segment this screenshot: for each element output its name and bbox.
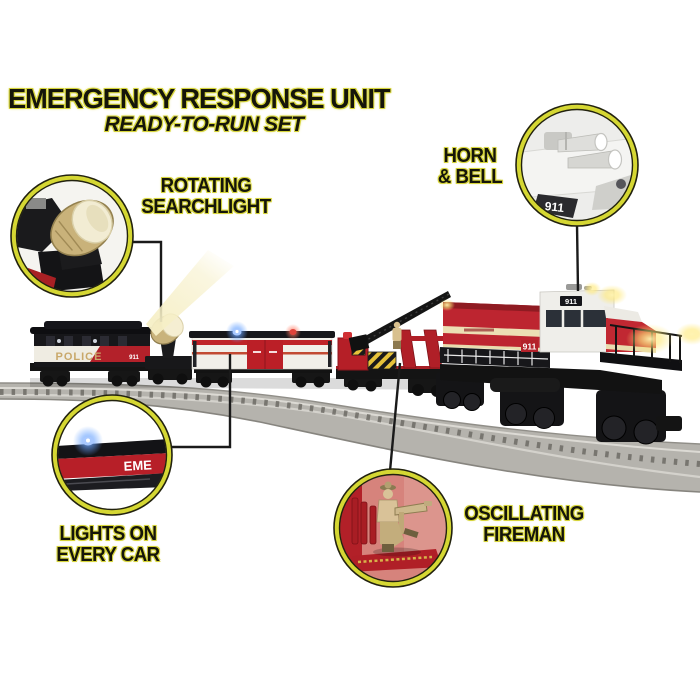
label-rotating-searchlight: ROTATING SEARCHLIGHT — [120, 176, 292, 218]
connector-horn-bell — [575, 223, 580, 292]
label-oscillating-fireman-line2: FIREMAN — [483, 523, 565, 546]
label-oscillating-fireman: OSCILLATING FIREMAN — [441, 504, 607, 546]
callout-connectors — [132, 223, 580, 472]
searchlight-beam — [146, 250, 234, 336]
label-rotating-searchlight-line1: ROTATING — [160, 175, 252, 197]
connector-fireman — [388, 362, 402, 472]
loco-light-glows — [439, 282, 700, 354]
police-car: POLICE 911 — [30, 321, 154, 387]
header: EMERGENCY RESPONSE UNIT READY-TO-RUN SET — [8, 84, 400, 136]
locomotive: 911 911 — [436, 282, 700, 445]
callout-circle-searchlight — [10, 174, 134, 298]
loco-cab-number: 911 — [565, 297, 577, 306]
connector-searchlight — [132, 240, 163, 322]
callout-circle-fireman — [333, 468, 453, 588]
label-lights-every-car: LIGHTS ON EVERY CAR — [27, 524, 189, 566]
label-horn-bell-line2: & BELL — [437, 165, 503, 188]
loco-side-number: 911 — [523, 342, 537, 352]
callout-circle-lights: EME — [51, 394, 173, 516]
boxcar-blue-light — [226, 321, 248, 343]
loco-handrails — [443, 349, 549, 366]
label-lights-every-car-line1: LIGHTS ON — [59, 523, 157, 545]
police-car-number: 911 — [129, 355, 139, 361]
label-rotating-searchlight-line2: SEARCHLIGHT — [141, 195, 271, 218]
page-title: EMERGENCY RESPONSE UNIT — [8, 83, 391, 114]
ladder-boom — [348, 291, 451, 352]
label-oscillating-fireman-line1: OSCILLATING — [464, 503, 584, 525]
callout-circle-horn-bell: 911 — [515, 103, 639, 227]
label-lights-every-car-line2: EVERY CAR — [56, 543, 160, 566]
crane-fireman-figure — [392, 321, 402, 349]
emergency-closeup-text: EME — [123, 457, 152, 473]
label-horn-bell-line1: HORN — [443, 145, 497, 167]
boxcar-red-light — [285, 324, 301, 340]
crane-car — [336, 291, 451, 397]
police-car-windows — [46, 336, 127, 346]
fireman-figure-icon — [376, 481, 432, 552]
horn-closeup-number: 911 — [544, 199, 565, 215]
police-car-label: POLICE — [56, 351, 103, 363]
connector-lights — [171, 354, 232, 449]
rescue-boxcar — [189, 321, 335, 388]
page-subtitle: READY-TO-RUN SET — [104, 113, 304, 137]
label-horn-bell: HORN & BELL — [415, 146, 525, 188]
